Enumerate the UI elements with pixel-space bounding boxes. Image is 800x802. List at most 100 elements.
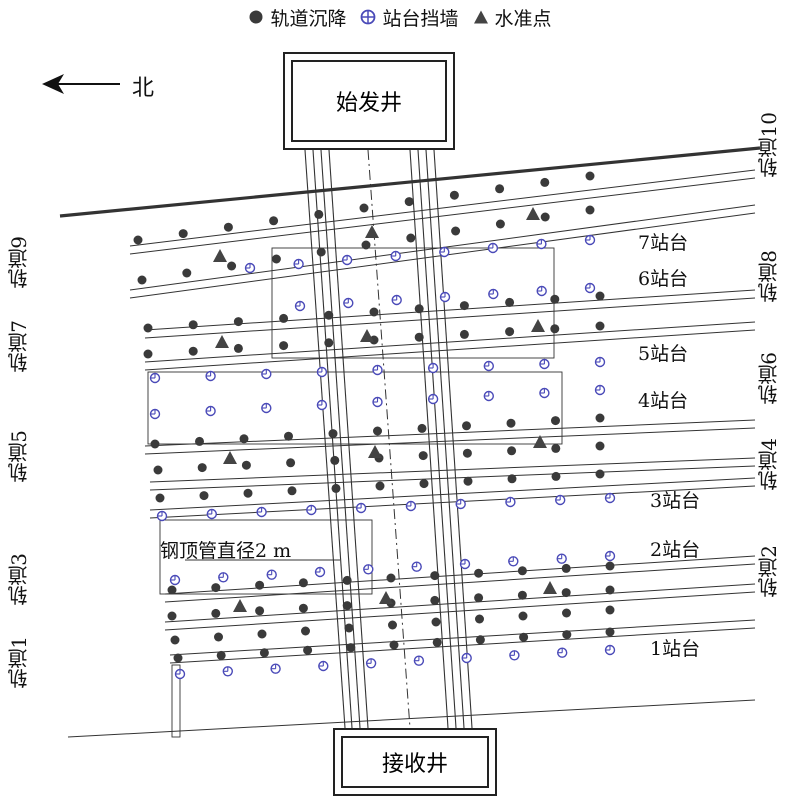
rail-line — [144, 297, 756, 339]
receive-shaft: 接收井 — [333, 728, 497, 796]
monitoring-points — [133, 171, 616, 680]
pipe-line — [320, 149, 361, 729]
track-7-label: 轨道7 — [7, 320, 31, 373]
benchmark-point — [379, 591, 393, 604]
rail-line — [59, 146, 761, 218]
settlement-point — [519, 632, 529, 642]
settlement-point — [303, 645, 313, 655]
legend-benchmark: 水准点 — [473, 4, 552, 31]
settlement-point — [211, 583, 221, 593]
settlement-point — [197, 463, 207, 473]
settlement-point — [462, 421, 471, 431]
settlement-point — [286, 458, 296, 468]
settlement-point — [475, 614, 484, 624]
settlement-point — [279, 313, 289, 323]
settlement-point — [595, 291, 605, 301]
settlement-point — [595, 413, 605, 423]
rail-line — [144, 289, 756, 331]
settlement-point — [605, 627, 615, 637]
settlement-point — [316, 247, 326, 257]
settlement-point — [188, 346, 198, 356]
rail-lines — [59, 146, 761, 738]
benchmark-point — [360, 329, 374, 342]
north-label: 北 — [132, 76, 155, 101]
settlement-point — [324, 338, 334, 348]
settlement-point — [344, 623, 354, 633]
settlement-point — [233, 343, 243, 353]
settlement-point — [406, 233, 416, 243]
settlement-point — [287, 486, 297, 496]
rail-line — [164, 583, 756, 623]
settlement-point — [506, 418, 516, 428]
settlement-point — [562, 608, 571, 618]
settlement-point — [418, 451, 428, 461]
settlement-point — [551, 443, 561, 453]
settlement-point — [214, 632, 223, 642]
settlement-point — [369, 335, 379, 345]
settlement-point — [223, 222, 233, 232]
settlement-point — [431, 617, 441, 627]
rail-line — [169, 619, 756, 656]
start-shaft: 始发井 — [283, 52, 455, 150]
settlement-point — [137, 275, 147, 285]
settlement-point — [369, 307, 379, 317]
rail-line — [164, 563, 756, 603]
settlement-point — [195, 436, 204, 446]
settlement-point — [414, 332, 424, 342]
settlement-point — [561, 563, 571, 573]
legend-wall-label: 站台挡墙 — [382, 7, 459, 30]
settlement-point — [474, 568, 484, 578]
track-10-label: 轨道10 — [757, 112, 781, 178]
settlement-point — [342, 601, 352, 611]
settlement-point — [389, 640, 399, 650]
settlement-point — [153, 465, 163, 475]
rail-line — [149, 465, 756, 491]
settlement-point — [495, 184, 505, 194]
north-arrow-head — [42, 74, 64, 94]
settlement-point — [271, 254, 281, 264]
settlement-point — [605, 561, 615, 571]
settlement-point — [346, 643, 356, 653]
settlement-point — [517, 590, 527, 600]
settlement-point — [314, 209, 324, 219]
platform-outline — [147, 371, 563, 445]
settlement-point — [495, 219, 505, 229]
settlement-point — [150, 439, 160, 449]
benchmark-point — [365, 225, 379, 238]
platform-5-label: 5站台 — [638, 343, 689, 365]
settlement-point — [462, 448, 472, 458]
pipe-line — [328, 149, 369, 729]
rail-line — [129, 177, 756, 255]
settlement-point — [239, 434, 249, 444]
settlement-point — [551, 416, 560, 426]
settlement-point — [605, 605, 615, 615]
platform-3-label: 3站台 — [650, 490, 701, 512]
settlement-point — [324, 310, 334, 320]
settlement-point — [227, 261, 237, 271]
settlement-point — [199, 491, 209, 501]
settlement-point — [517, 566, 527, 576]
settlement-point — [505, 297, 515, 307]
settlement-point — [331, 483, 341, 493]
settlement-point — [474, 593, 484, 603]
benchmark-point — [213, 249, 227, 262]
pipe-line — [433, 149, 473, 729]
settlement-point — [595, 441, 605, 451]
legend-benchmark-label: 水准点 — [494, 7, 552, 30]
pipe-jacking-lines — [185, 149, 473, 729]
settlement-point — [550, 294, 560, 304]
legend-settlement: 轨道沉降 — [248, 4, 346, 31]
track-1-label: 轨道1 — [7, 636, 31, 689]
settlement-point — [451, 226, 461, 236]
settlement-point — [414, 304, 424, 314]
settlement-point — [449, 190, 459, 200]
settlement-point — [430, 571, 440, 581]
settlement-point — [243, 488, 253, 498]
platform-7-label: 7站台 — [638, 232, 689, 254]
settlement-point — [133, 235, 143, 245]
settlement-point — [255, 580, 265, 590]
settlement-point — [182, 268, 192, 278]
benchmark-point — [215, 335, 229, 348]
start-shaft-inner: 始发井 — [291, 60, 447, 142]
